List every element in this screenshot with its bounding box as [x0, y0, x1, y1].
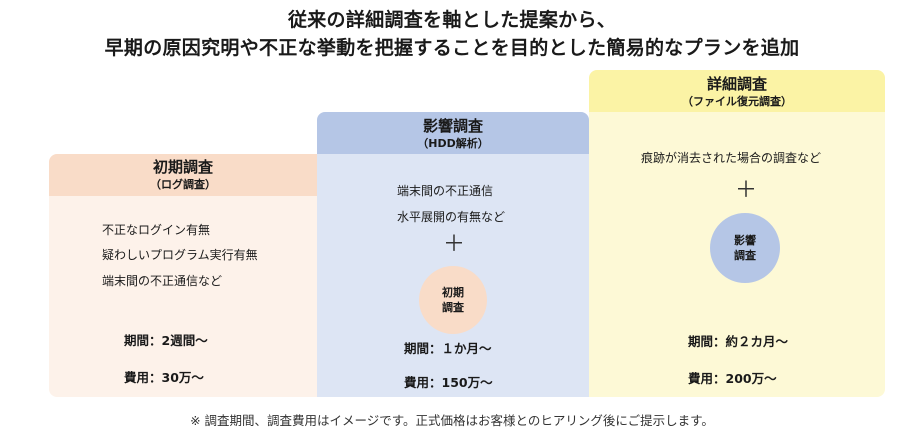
initial-investigation-badge: 初期 調査	[419, 266, 487, 334]
plan-item: 端末間の不正通信	[397, 184, 494, 198]
plan-title: 初期調査	[152, 158, 213, 176]
plan-subtitle: （ファイル復元調査）	[682, 95, 792, 108]
plan-header: 初期調査 （ログ調査）	[49, 154, 317, 196]
impact-investigation-badge: 影響 調査	[710, 213, 780, 283]
plan-detailed-investigation: 詳細調査 （ファイル復元調査） 痕跡が消去された場合の調査など ＋ 影響 調査 …	[589, 70, 885, 397]
plan-cost: 費用：200万～	[688, 371, 777, 386]
page-heading: 従来の詳細調査を軸とした提案から、 早期の原因究明や不正な挙動を把握することを目…	[0, 6, 904, 62]
plan-period: 期間：2週間～	[124, 333, 208, 348]
plan-subtitle: （ログ調査）	[150, 178, 216, 191]
plan-item: 水平展開の有無など	[397, 210, 506, 224]
plan-period: 期間：約２カ月～	[688, 334, 789, 349]
plan-body	[49, 196, 317, 397]
plan-cost: 費用：150万～	[404, 375, 493, 390]
plan-cost: 費用：30万～	[124, 370, 204, 385]
plan-title: 詳細調査	[706, 75, 767, 93]
plan-initial-investigation: 初期調査 （ログ調査） 不正なログイン有無 疑わしいプログラム実行有無 端末間の…	[49, 154, 317, 397]
plus-icon: ＋	[735, 178, 758, 203]
plan-impact-investigation: 影響調査 （HDD解析） 端末間の不正通信 水平展開の有無など ＋ 初期 調査 …	[317, 112, 589, 397]
plan-item: 痕跡が消去された場合の調査など	[641, 151, 822, 165]
plan-header: 詳細調査 （ファイル復元調査）	[589, 70, 885, 112]
badge-text: 調査	[734, 249, 756, 262]
plus-icon: ＋	[443, 232, 466, 257]
badge-text: 調査	[442, 301, 464, 314]
plan-period: 期間：１か月～	[404, 341, 492, 356]
plan-item: 不正なログイン有無	[102, 223, 211, 237]
heading-line-1: 従来の詳細調査を軸とした提案から、	[287, 9, 617, 31]
footnote: ※ 調査期間、調査費用はイメージです。正式価格はお客様とのヒアリング後にご提示し…	[190, 413, 714, 428]
heading-line-2: 早期の原因究明や不正な挙動を把握することを目的とした簡易的なプランを追加	[104, 37, 800, 59]
plan-title: 影響調査	[422, 117, 483, 135]
plan-subtitle: （HDD解析）	[417, 137, 489, 150]
plan-item: 疑わしいプログラム実行有無	[102, 248, 258, 262]
plan-header: 影響調査 （HDD解析）	[317, 112, 589, 154]
badge-text: 影響	[734, 234, 756, 247]
plan-item: 端末間の不正通信など	[102, 274, 223, 288]
badge-text: 初期	[442, 286, 464, 299]
